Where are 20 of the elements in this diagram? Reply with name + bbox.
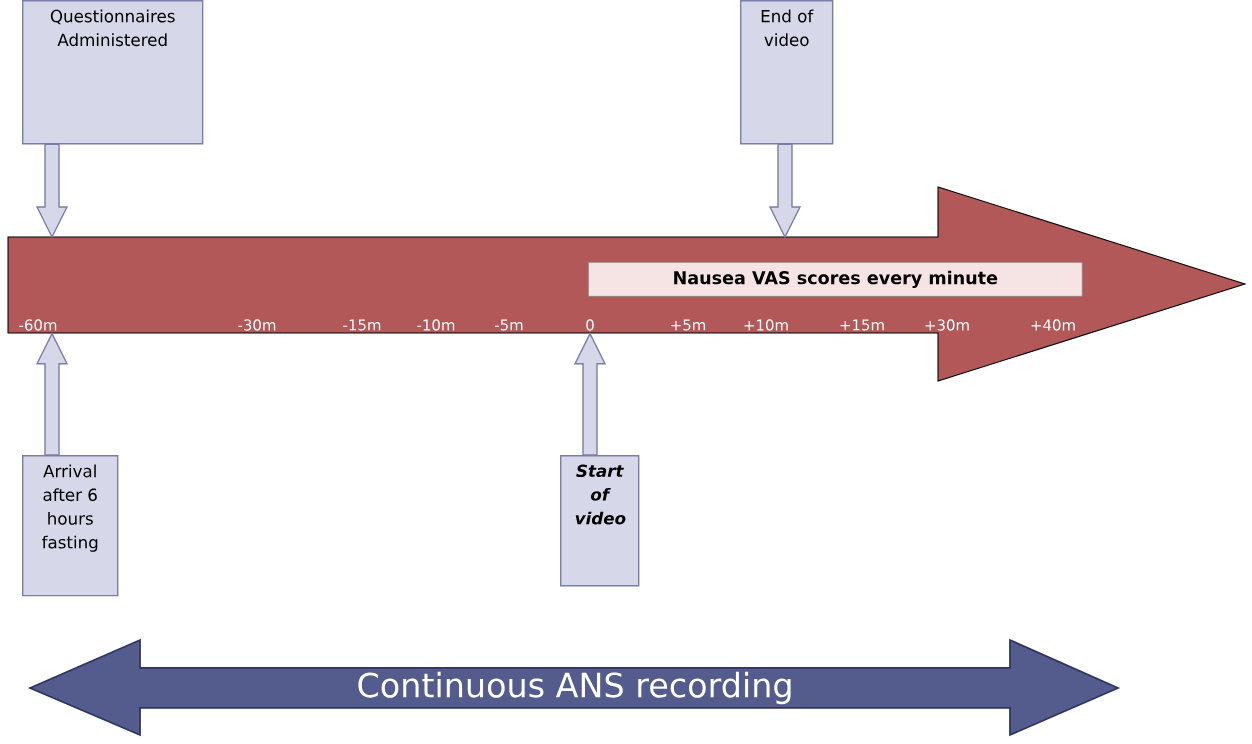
text-box: Arrival after 6 hours fasting	[22, 455, 119, 597]
block-arrow	[35, 143, 69, 239]
tick-label: +10m	[744, 319, 788, 331]
block-arrow	[35, 332, 69, 456]
tick-label: -5m	[495, 319, 523, 331]
tick-label: 0	[586, 319, 594, 331]
tick-label: +40m	[1031, 319, 1075, 331]
block-arrow	[768, 143, 802, 239]
label-bar: Nausea VAS scores every minute	[588, 262, 1083, 297]
tick-label: -10m	[417, 319, 455, 331]
tick-label: -60m	[19, 319, 57, 331]
tick-label: +5m	[671, 319, 705, 331]
tick-label: -15m	[343, 319, 381, 331]
text-box: Questionnaires Administered	[22, 0, 204, 145]
text-box: End of video	[740, 0, 834, 145]
tick-label: +30m	[925, 319, 969, 331]
tick-label: +15m	[840, 319, 884, 331]
block-arrow	[573, 332, 607, 456]
text-box: Start of video	[560, 455, 640, 587]
tick-label: -30m	[238, 319, 276, 331]
